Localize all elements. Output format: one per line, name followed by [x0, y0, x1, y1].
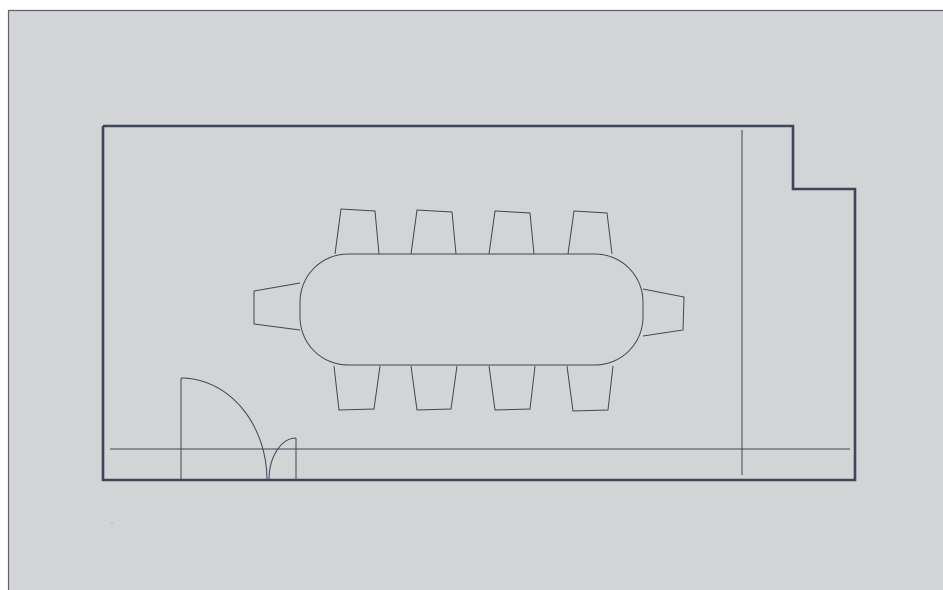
chair-bottom-4 [566, 365, 614, 412]
chair-top-4 [567, 210, 613, 255]
chair-bottom-1 [333, 365, 381, 411]
canvas-background [8, 10, 943, 590]
stray-dot [111, 522, 113, 524]
room-wall [101, 124, 857, 482]
chair-top-2 [410, 209, 457, 255]
door-small-swing [268, 437, 297, 481]
chair-bottom-2 [410, 365, 458, 411]
chair-top-3 [488, 210, 535, 255]
conference-table [299, 253, 644, 366]
door-large [180, 377, 268, 481]
door-large-swing [180, 377, 268, 481]
chair-left-end [253, 282, 301, 331]
chair-top-1 [334, 208, 380, 255]
door-small [268, 437, 297, 481]
chair-bottom-3 [488, 365, 536, 411]
chair-right-end [642, 288, 685, 337]
